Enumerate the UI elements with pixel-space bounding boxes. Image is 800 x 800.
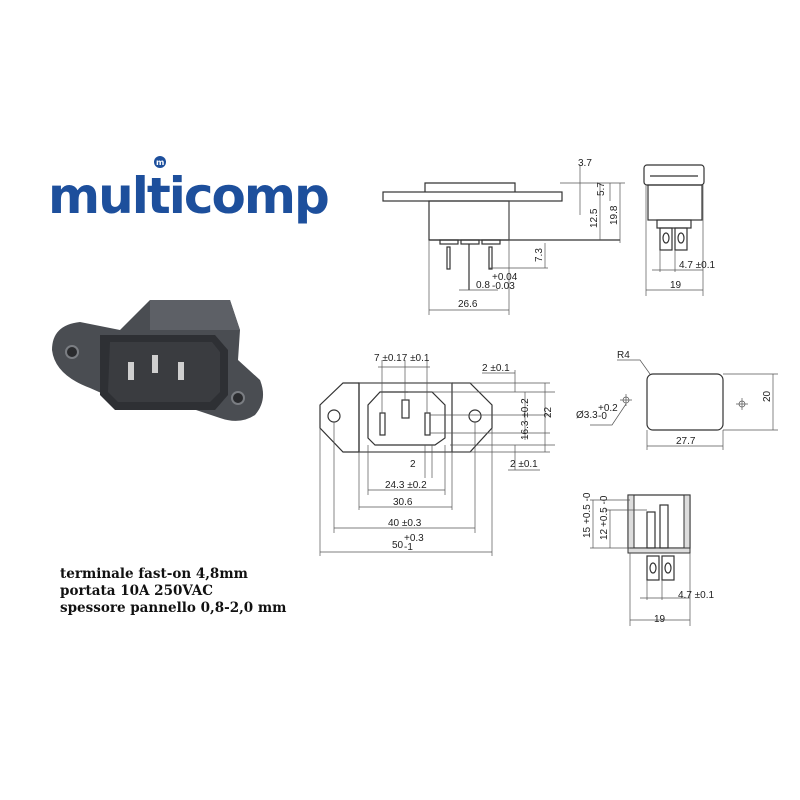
svg-text:R4: R4 — [617, 350, 630, 361]
svg-text:19.8: 19.8 — [609, 205, 620, 225]
svg-text:4.7 ±0.1: 4.7 ±0.1 — [678, 590, 715, 601]
svg-text:20: 20 — [762, 390, 773, 402]
svg-text:16.3 ±0.2: 16.3 ±0.2 — [520, 398, 531, 440]
svg-text:Ø3.3: Ø3.3 — [576, 410, 598, 421]
svg-text:12.5: 12.5 — [589, 208, 600, 228]
svg-text:+0.2: +0.2 — [598, 403, 618, 414]
svg-text:7 ±0.17 ±0.1: 7 ±0.17 ±0.1 — [374, 353, 430, 364]
svg-text:24.3 ±0.2: 24.3 ±0.2 — [385, 480, 427, 491]
connector-photo — [52, 300, 264, 421]
front-view-drawing: 7 ±0.17 ±0.1 2 ±0.1 16.3 ±0.2 22 2 2 ±0.… — [319, 353, 555, 556]
spec-rating: portata 10A 250VAC — [60, 583, 214, 599]
svg-text:+0.5 -0: +0.5 -0 — [582, 492, 593, 524]
svg-text:0.8: 0.8 — [476, 280, 490, 291]
svg-text:+0.3: +0.3 — [404, 533, 424, 544]
svg-text:7.3: 7.3 — [534, 248, 545, 262]
svg-text:30.6: 30.6 — [393, 497, 413, 508]
section-view-drawing: 15 +0.5 -0 12 +0.5 -0 4.7 ±0.1 19 — [582, 492, 715, 626]
svg-text:40 ±0.3: 40 ±0.3 — [388, 518, 422, 529]
svg-text:2 ±0.1: 2 ±0.1 — [482, 363, 510, 374]
svg-text:-0.03: -0.03 — [492, 281, 515, 292]
svg-text:-1: -1 — [404, 542, 413, 553]
panel-cutout-drawing: R4 Ø3.3 +0.2 -0 27.7 20 — [576, 350, 778, 450]
svg-text:19: 19 — [654, 614, 666, 625]
svg-text:m: m — [156, 158, 164, 167]
svg-text:12: 12 — [599, 528, 610, 540]
svg-text:2 ±0.1: 2 ±0.1 — [510, 459, 538, 470]
svg-text:19: 19 — [670, 280, 682, 291]
svg-text:5.7: 5.7 — [596, 182, 607, 196]
svg-text:3.7: 3.7 — [578, 158, 592, 169]
svg-text:22: 22 — [543, 406, 554, 418]
spec-panel-thickness: spessore pannello 0,8-2,0 mm — [60, 600, 287, 616]
multicomp-logo: multicomp m — [48, 156, 330, 225]
spec-notes: terminale fast-on 4,8mm portata 10A 250V… — [60, 566, 286, 617]
svg-text:2: 2 — [410, 459, 416, 470]
svg-text:+0.04: +0.04 — [492, 272, 518, 283]
svg-text:+0.5 -0: +0.5 -0 — [599, 495, 610, 527]
svg-text:50: 50 — [392, 540, 404, 551]
svg-text:26.6: 26.6 — [458, 299, 478, 310]
svg-text:-0: -0 — [598, 411, 607, 422]
spec-terminal: terminale fast-on 4,8mm — [60, 566, 248, 582]
svg-text:4.7 ±0.1: 4.7 ±0.1 — [679, 260, 716, 271]
side-view-drawing: 3.7 5.7 12.5 19.8 7.3 0.8 +0.04 -0.03 26… — [382, 158, 625, 315]
svg-text:multicomp: multicomp — [48, 167, 328, 225]
svg-text:15: 15 — [582, 526, 593, 538]
end-view-drawing: 4.7 ±0.1 19 — [643, 164, 716, 296]
svg-text:27.7: 27.7 — [676, 436, 696, 447]
